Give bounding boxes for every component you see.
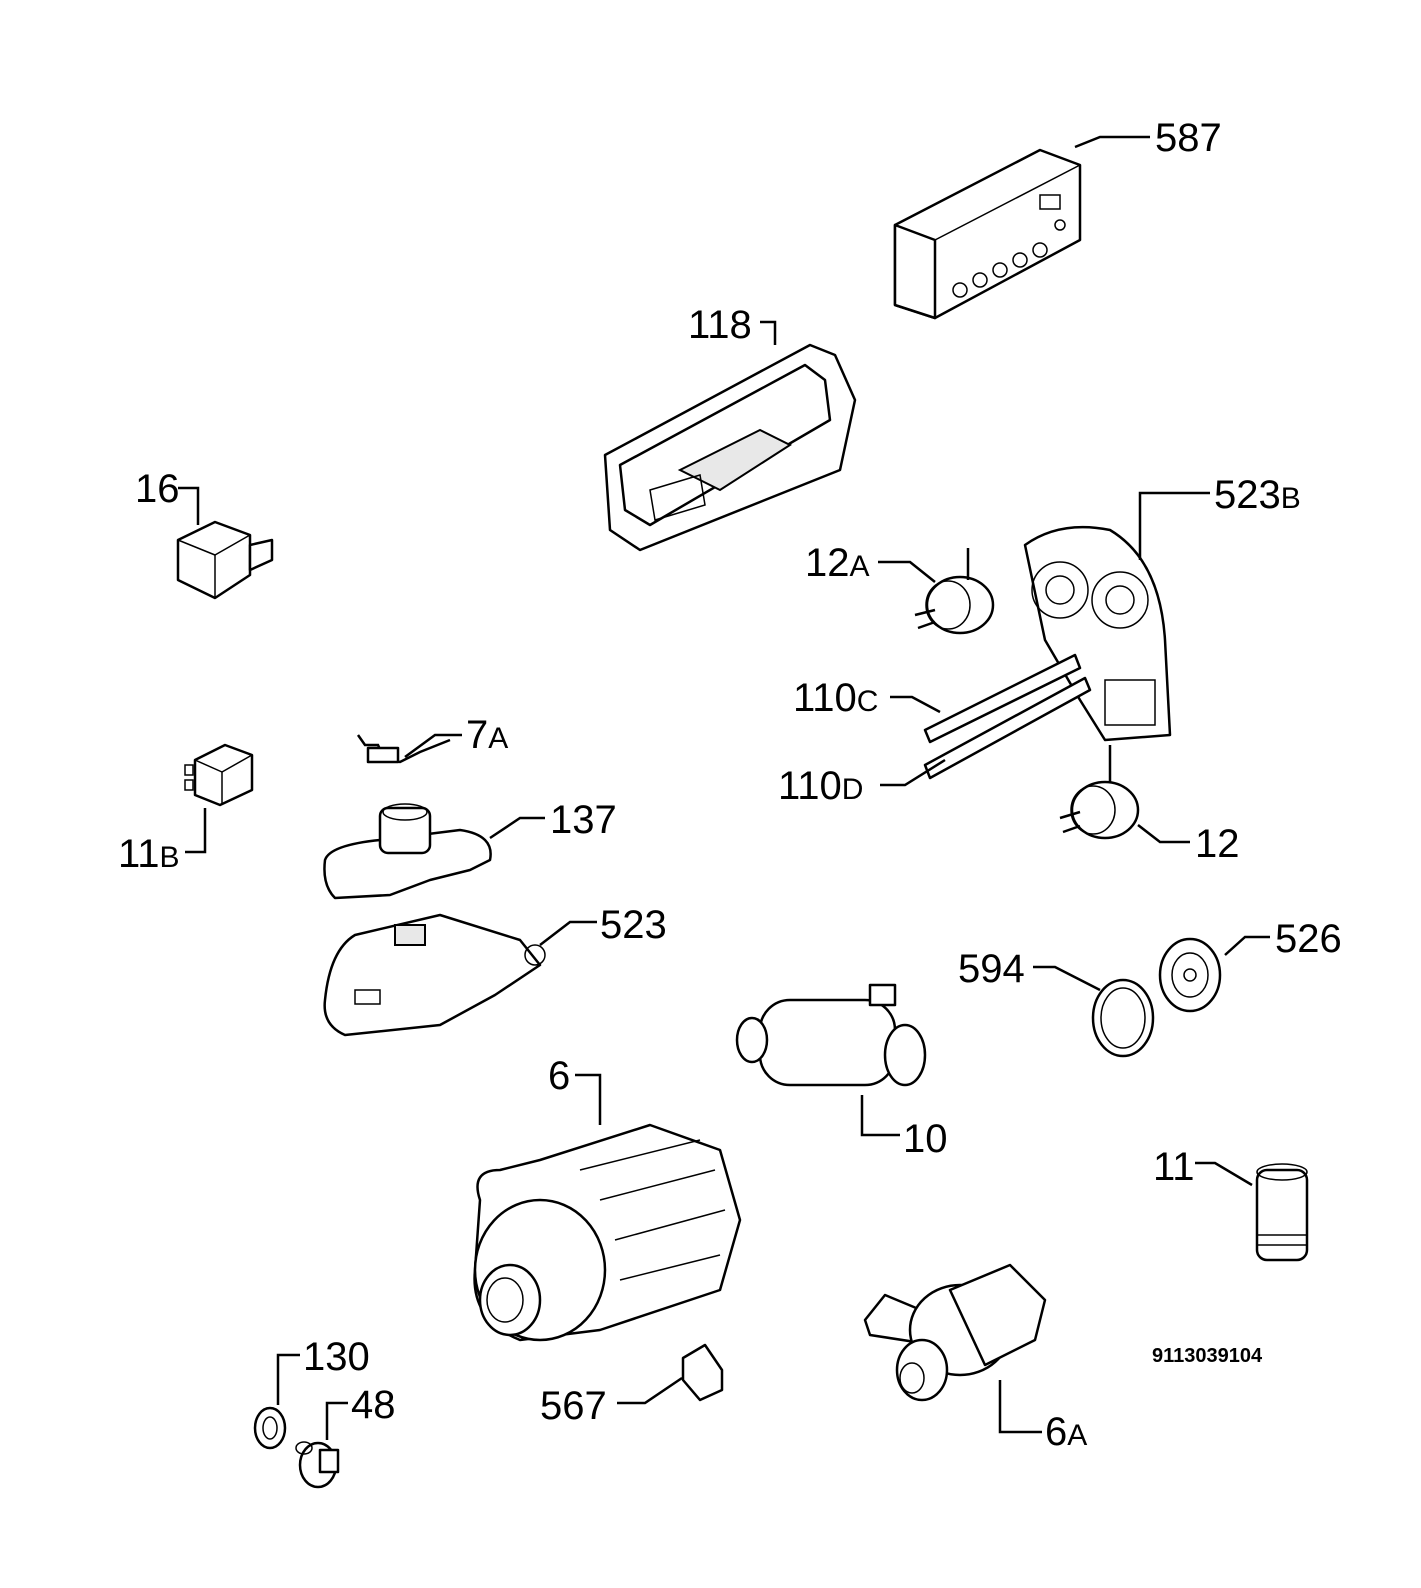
callout-523B: 523B (1214, 473, 1301, 517)
part-11B-relay (184, 743, 254, 807)
part-16-switch (176, 520, 274, 600)
callout-6A: 6A (1045, 1410, 1087, 1454)
part-526-filter (1158, 937, 1222, 1013)
part-7A-heater-sensor (356, 734, 451, 764)
callout-526: 526 (1275, 917, 1342, 961)
callout-6: 6 (548, 1054, 570, 1098)
callout-12A: 12A (805, 541, 870, 585)
part-6A-drain-pump (863, 1263, 1047, 1402)
leader-lines (178, 135, 1270, 1440)
part-110C-hose (923, 653, 1082, 744)
callout-110D: 110D (778, 764, 863, 808)
part-567-clip (681, 1343, 724, 1402)
callout-130: 130 (303, 1335, 370, 1379)
callout-137: 137 (550, 798, 617, 842)
part-12-pressure-switch (1059, 745, 1140, 840)
part-12A-pressure-switch (914, 548, 995, 635)
callout-12: 12 (1195, 822, 1240, 866)
part-10-heater (735, 983, 927, 1087)
callout-7A: 7A (466, 713, 508, 757)
part-118-display-panel (603, 343, 857, 552)
part-587-control-module (893, 148, 1082, 320)
part-523B-pressure-chamber (1023, 525, 1172, 742)
part-130-ring (253, 1406, 287, 1450)
callout-16: 16 (135, 467, 180, 511)
part-523-base (323, 913, 546, 1037)
part-110D-hose (923, 676, 1092, 780)
callout-48: 48 (351, 1383, 396, 1427)
callout-118: 118 (688, 303, 752, 347)
part-6-circulation-pump (473, 1123, 742, 1342)
callout-110C: 110C (793, 676, 878, 720)
serial-number: 9113039104 (1152, 1345, 1263, 1367)
part-48-plug (295, 1441, 340, 1489)
part-137-cover (323, 803, 492, 900)
callout-567: 567 (540, 1384, 607, 1428)
callout-labels: 587 118 16 523B 12A 110C 110D 12 7A 11B … (118, 116, 1342, 1454)
callout-11: 11 (1153, 1145, 1195, 1189)
callout-594: 594 (958, 947, 1025, 991)
callout-11B: 11B (118, 832, 180, 876)
part-11-capacitor (1255, 1163, 1309, 1262)
part-594-seal (1091, 978, 1155, 1058)
callout-10: 10 (903, 1117, 948, 1161)
callout-523: 523 (600, 903, 667, 947)
callout-587: 587 (1155, 116, 1222, 160)
